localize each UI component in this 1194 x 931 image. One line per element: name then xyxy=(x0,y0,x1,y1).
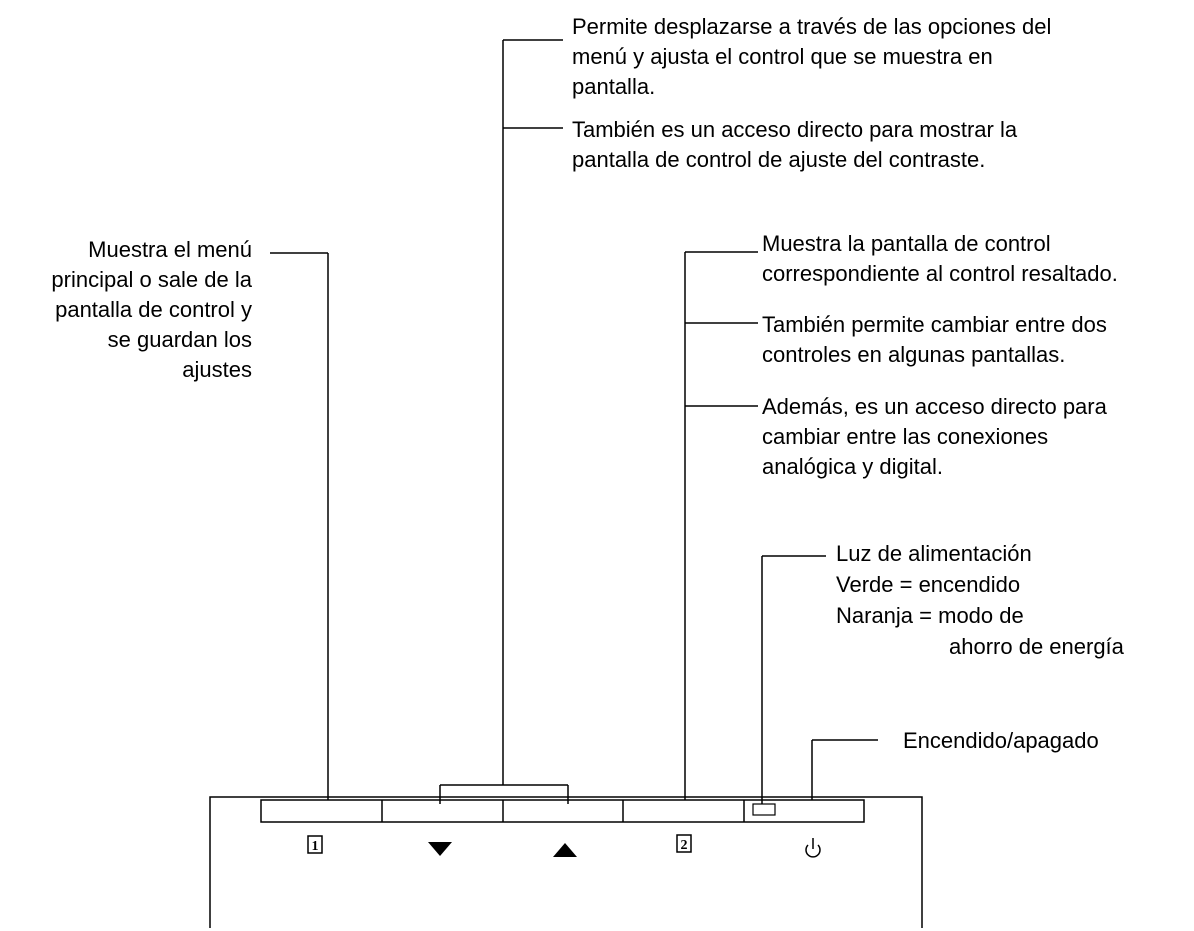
menu-button-label-box xyxy=(307,835,323,854)
annotation-line: pantalla. xyxy=(572,74,656,99)
annotation-line: ahorro de energía xyxy=(949,634,1124,659)
power-light-indicator xyxy=(752,803,776,816)
annotation-line: Muestra la pantalla de control xyxy=(762,231,1051,256)
button-2-description-2: También permite cambiar entre dos contro… xyxy=(762,310,1107,370)
annotation-line: analógica y digital. xyxy=(762,454,944,479)
annotation-line: También permite cambiar entre dos xyxy=(762,312,1107,337)
annotation-line: Muestra el menú xyxy=(88,237,252,262)
annotation-line: Luz de alimentación xyxy=(836,541,1032,566)
annotation-line: Permite desplazarse a través de las opci… xyxy=(572,14,1052,39)
triangle-up-icon xyxy=(553,843,577,857)
button-2-description-3: Además, es un acceso directo para cambia… xyxy=(762,392,1107,482)
annotation-line: cambiar entre las conexiones xyxy=(762,424,1049,449)
annotation-line: Además, es un acceso directo para xyxy=(762,394,1107,419)
menu-button-description: Muestra el menú principal o sale de la p… xyxy=(51,235,252,385)
button-strip xyxy=(260,799,865,823)
annotation-line: correspondiente al control resaltado. xyxy=(762,261,1118,286)
arrows-description-1: Permite desplazarse a través de las opci… xyxy=(572,12,1051,102)
annotation-line: menú y ajusta el control que se muestra … xyxy=(572,44,993,69)
button-2-description-1: Muestra la pantalla de control correspon… xyxy=(762,229,1118,289)
power-button-description: Encendido/apagado xyxy=(903,728,1099,753)
menu-button-label: 1 xyxy=(312,839,319,854)
annotation-line: Verde = encendido xyxy=(836,572,1021,597)
input-button-label: 2 xyxy=(681,838,688,853)
power-icon xyxy=(805,838,821,858)
triangle-down-icon xyxy=(428,842,452,856)
arrows-description-2: También es un acceso directo para mostra… xyxy=(572,115,1017,175)
annotation-line: principal o sale de la xyxy=(51,267,252,292)
annotation-line: pantalla de control y xyxy=(55,297,252,322)
annotation-line: se guardan los xyxy=(107,327,252,352)
annotation-line: Naranja = modo de xyxy=(836,603,1024,628)
annotation-line: También es un acceso directo para mostra… xyxy=(572,117,1018,142)
annotation-line: controles en algunas pantallas. xyxy=(762,342,1066,367)
monitor-bezel xyxy=(209,796,923,928)
input-button-label-box xyxy=(676,834,692,853)
power-light-description: Luz de alimentación Verde = encendido Na… xyxy=(836,538,1124,662)
annotation-line: ajustes xyxy=(182,357,252,382)
annotation-line: pantalla de control de ajuste del contra… xyxy=(572,147,986,172)
